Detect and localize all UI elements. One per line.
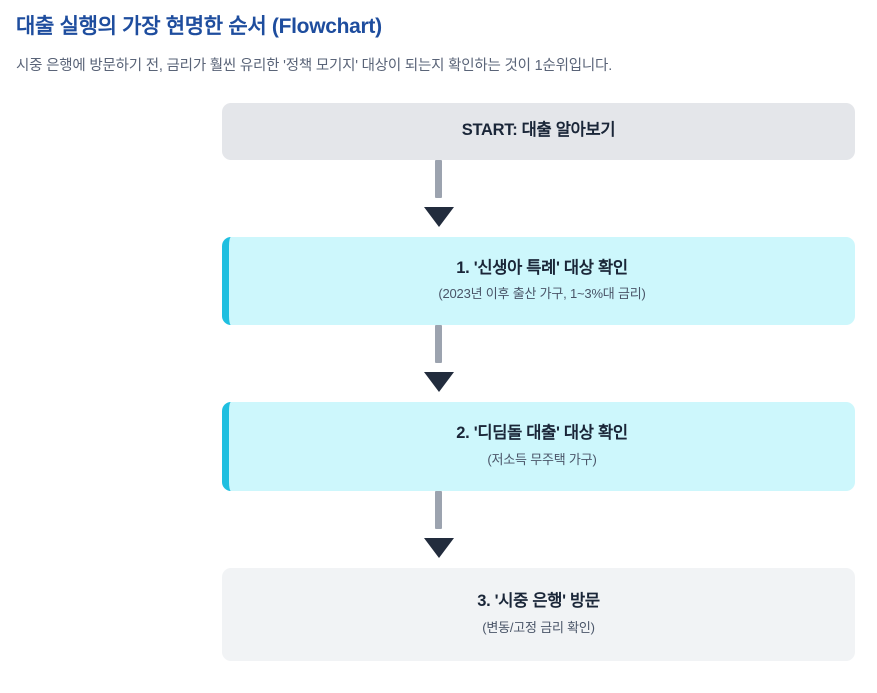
flowchart-node-title: 2. '디딤돌 대출' 대상 확인	[456, 424, 628, 443]
flowchart-node-title: 3. '시중 은행' 방문	[477, 592, 600, 611]
layout-spacer	[0, 227, 877, 237]
flowchart-connector-3	[0, 490, 877, 558]
down-arrow-icon	[423, 206, 454, 227]
page-subtitle: 시중 은행에 방문하기 전, 금리가 훨씬 유리한 '정책 모기지' 대상이 되…	[16, 58, 613, 75]
connector-line	[435, 159, 442, 198]
flowchart-node-step-2[interactable]: 2. '디딤돌 대출' 대상 확인 (저소득 무주택 가구)	[222, 401, 855, 491]
flowchart-connector-1	[0, 159, 877, 227]
flowchart-node-subtitle: (저소득 무주택 가구)	[487, 451, 597, 467]
flowchart-node-title: 1. '신생아 특례' 대상 확인	[456, 258, 628, 277]
flowchart-node-title: START: 대출 알아보기	[461, 121, 616, 140]
flowchart-node-subtitle: (2023년 이후 출산 가구, 1~3%대 금리)	[438, 286, 646, 302]
connector-line	[435, 490, 442, 529]
flowchart-node-subtitle: (변동/고정 금리 확인)	[482, 619, 595, 635]
flowchart-connector-2	[0, 324, 877, 392]
page-title: 대출 실행의 가장 현명한 순서 (Flowchart)	[16, 15, 382, 38]
page-header: 대출 실행의 가장 현명한 순서 (Flowchart) 시중 은행에 방문하기…	[0, 0, 877, 77]
connector-line	[435, 324, 442, 363]
down-arrow-icon	[423, 371, 454, 392]
flowchart-node-step-1[interactable]: 1. '신생아 특례' 대상 확인 (2023년 이후 출산 가구, 1~3%대…	[222, 236, 855, 325]
layout-spacer	[0, 558, 877, 568]
flowchart-node-step-3[interactable]: 3. '시중 은행' 방문 (변동/고정 금리 확인)	[222, 567, 855, 661]
layout-spacer	[0, 392, 877, 402]
flowchart: START: 대출 알아보기 1. '신생아 특례' 대상 확인 (2023년 …	[0, 102, 877, 661]
down-arrow-icon	[423, 537, 454, 558]
flowchart-node-start[interactable]: START: 대출 알아보기	[222, 102, 855, 160]
